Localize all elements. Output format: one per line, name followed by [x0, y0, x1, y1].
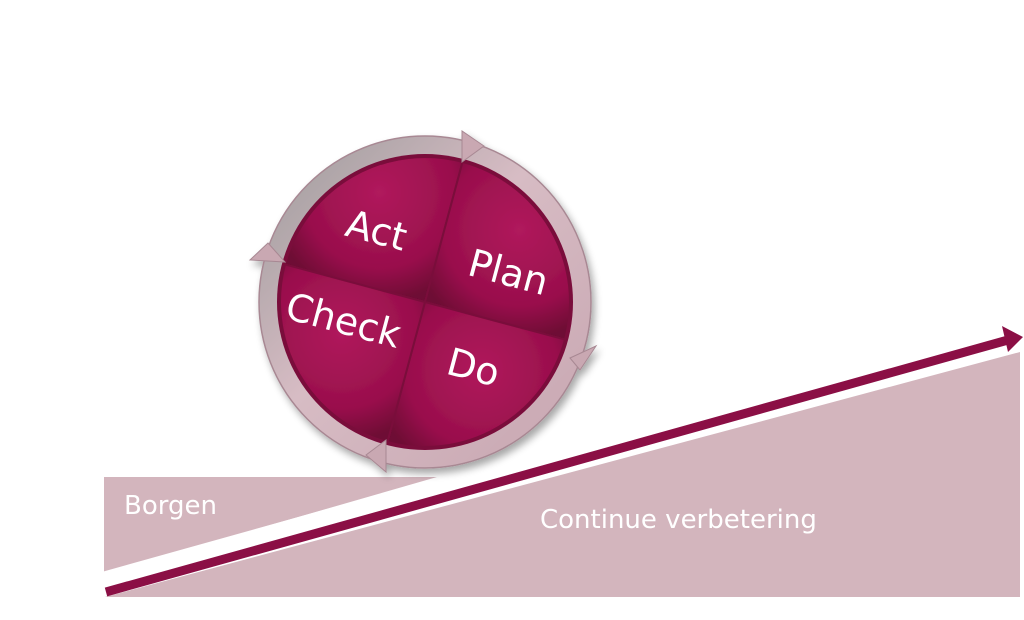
wedge-separator	[103, 477, 441, 579]
continue-wedge	[105, 352, 1020, 597]
ring-arrow-bottom-icon	[365, 439, 387, 474]
ring-arrow-left-icon	[248, 242, 287, 263]
improvement-slope-line	[104, 335, 1010, 597]
quadrant-do	[386, 300, 567, 448]
quadrant-plan	[423, 160, 571, 341]
continue-verbetering-label: Continue verbetering	[540, 505, 817, 535]
quadrant-act	[283, 156, 464, 304]
ring-arrow-top-icon	[461, 130, 485, 163]
borgen-label: Borgen	[124, 491, 217, 521]
improvement-arrow-head	[1002, 326, 1023, 352]
ring-arrow-right-icon	[569, 344, 598, 371]
quadrant-check	[279, 263, 427, 444]
pdca-wheel: Act Plan Check Do	[248, 130, 598, 474]
